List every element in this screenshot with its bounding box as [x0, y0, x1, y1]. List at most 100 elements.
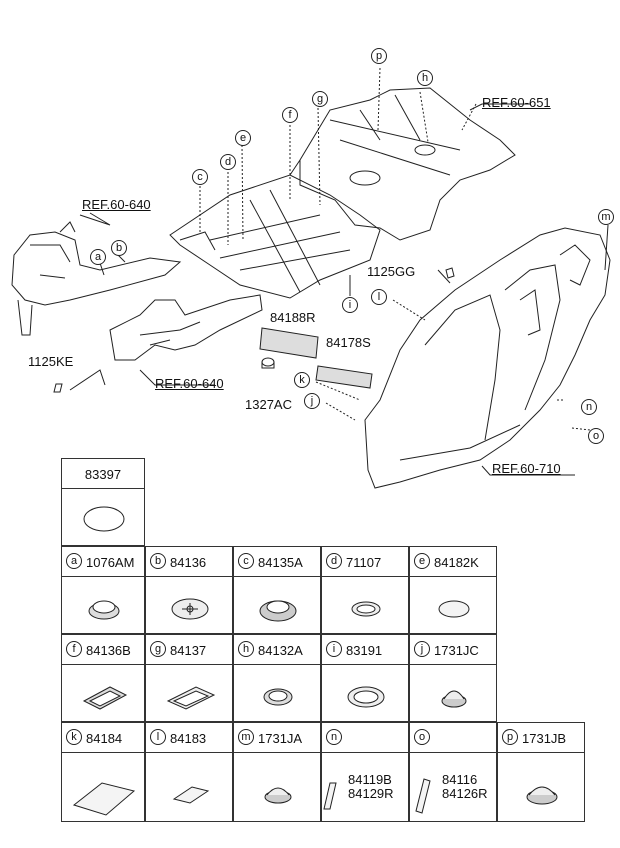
letter-badge: n [326, 729, 342, 745]
cross-plug-icon [171, 598, 209, 620]
dome-plug-icon [264, 787, 292, 804]
part-cell-l: l 84183 [145, 722, 233, 822]
callout-m: m [598, 209, 614, 225]
round-plug-icon [88, 600, 120, 620]
letter-badge: h [238, 641, 254, 657]
part-number: 1076AM [86, 555, 135, 570]
strip-pad-icon [323, 782, 337, 810]
rear-floor-pan [299, 87, 516, 241]
callout-k: k [294, 372, 310, 388]
part-number-sub2: 84129R [348, 786, 394, 801]
part-cell-h: h 84132A [233, 634, 321, 722]
part-number: 84182K [434, 555, 479, 570]
letter-badge: a [66, 553, 82, 569]
label-84188R: 84188R [270, 310, 316, 325]
letter-badge: g [150, 641, 166, 657]
pad-84178S [315, 365, 373, 389]
ref-60-640-upper[interactable]: REF.60-640 [82, 197, 151, 212]
callout-f: f [282, 107, 298, 123]
callout-o: o [588, 428, 604, 444]
pad-84188R [259, 327, 319, 359]
part-cell-i: i 83191 [321, 634, 409, 722]
part-cell-g: g 84137 [145, 634, 233, 722]
part-number: 84132A [258, 643, 303, 658]
letter-badge: b [150, 553, 166, 569]
lower-front-member [109, 294, 263, 361]
letter-badge: p [502, 729, 518, 745]
part-number: 84136B [86, 643, 131, 658]
part-cell-e: e 84182K [409, 546, 497, 634]
letter-badge: k [66, 729, 82, 745]
part-number: 71107 [346, 555, 382, 570]
pad-icon [172, 786, 210, 804]
ref-60-640-lower[interactable]: REF.60-640 [155, 376, 224, 391]
part-cell-c: c 84135A [233, 546, 321, 634]
part-cell-d: d 71107 [321, 546, 409, 634]
part-cell-f: f 84136B [61, 634, 145, 722]
callout-b: b [111, 240, 127, 256]
callout-j: j [304, 393, 320, 409]
left-front-member [11, 231, 182, 306]
callout-a: a [90, 249, 106, 265]
part-number: 1731JC [434, 643, 479, 658]
label-1125KE: 1125KE [28, 354, 74, 369]
part-cell-o: o 84116 84126R [409, 722, 497, 822]
part-cell-j: j 1731JC [409, 634, 497, 722]
ref-60-651[interactable]: REF.60-651 [482, 95, 551, 110]
label-1327AC: 1327AC [245, 397, 292, 412]
strip-pad-icon [415, 778, 431, 814]
part-number-sub1: 84116 [442, 772, 478, 787]
ref-60-710[interactable]: REF.60-710 [492, 461, 561, 476]
ring-plug-icon [347, 686, 385, 708]
ring-plug-icon [351, 601, 381, 617]
letter-badge: l [150, 729, 166, 745]
rect-ring-icon [166, 686, 216, 710]
part-number: 83397 [84, 467, 122, 482]
callout-h: h [417, 70, 433, 86]
callout-d: d [220, 154, 236, 170]
callout-n: n [581, 399, 597, 415]
letter-badge: e [414, 553, 430, 569]
callout-g: g [312, 91, 328, 107]
dome-plug-icon [441, 690, 467, 708]
part-cell-k: k 84184 [61, 722, 145, 822]
part-number: 84184 [86, 731, 123, 746]
pad-icon [72, 782, 136, 816]
callout-e: e [235, 130, 251, 146]
part-number: 1731JA [258, 731, 303, 746]
letter-badge: d [326, 553, 342, 569]
part-number: 84137 [170, 643, 207, 658]
letter-badge: f [66, 641, 82, 657]
rect-plug-icon [82, 686, 128, 710]
part-number: 83191 [346, 643, 383, 658]
callout-i: i [342, 297, 358, 313]
part-cell-83397: 83397 [61, 458, 145, 546]
callout-c: c [192, 169, 208, 185]
part-number: 84183 [170, 731, 207, 746]
side-body-panel [364, 227, 611, 489]
dome-plug-icon [526, 786, 558, 805]
oval-plug-icon [83, 506, 125, 532]
callout-p: p [371, 48, 387, 64]
letter-badge: j [414, 641, 430, 657]
exploded-diagram [11, 67, 611, 489]
main-floor-pan [169, 174, 381, 299]
part-cell-a: a 1076AM [61, 546, 145, 634]
part-number: 1731JB [522, 731, 567, 746]
part-cell-b: b 84136 [145, 546, 233, 634]
letter-badge: m [238, 729, 254, 745]
label-1125GG: 1125GG [367, 264, 416, 279]
letter-badge: o [414, 729, 430, 745]
round-plug-icon [263, 688, 293, 706]
part-number-sub1: 84119B [348, 772, 392, 787]
callout-l: l [371, 289, 387, 305]
part-number: 84136 [170, 555, 207, 570]
part-number-sub2: 84126R [442, 786, 488, 801]
part-cell-p: p 1731JB [497, 722, 585, 822]
part-cell-n: n 84119B 84129R [321, 722, 409, 822]
label-84178S: 84178S [326, 335, 371, 350]
letter-badge: c [238, 553, 254, 569]
flat-plug-icon [438, 600, 470, 618]
letter-badge: i [326, 641, 342, 657]
part-number: 84135A [258, 555, 303, 570]
